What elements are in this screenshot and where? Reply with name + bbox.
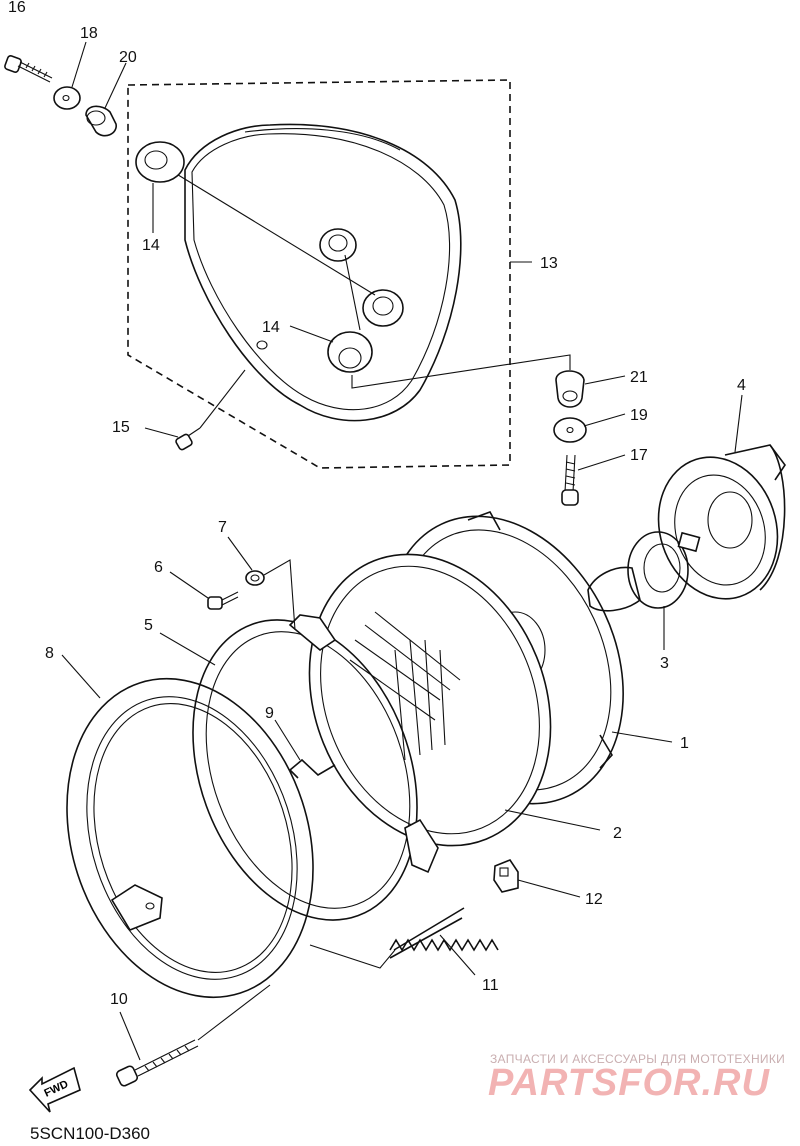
part-label-14-lower: 14	[262, 319, 280, 336]
part-label-18: 18	[80, 25, 98, 42]
bolt-16	[4, 55, 53, 83]
part-label-7: 7	[218, 519, 227, 536]
bulb-3	[587, 531, 701, 650]
part-label-6: 6	[154, 559, 163, 576]
collar-20	[85, 62, 127, 137]
screw-6	[169, 571, 239, 610]
part-label-5: 5	[144, 617, 153, 634]
washer-18	[53, 41, 87, 110]
clip-9	[274, 719, 336, 779]
collar-21	[555, 370, 626, 408]
rim-5	[159, 614, 439, 921]
part-label-14-upper: 14	[142, 237, 160, 254]
part-label-17: 17	[630, 447, 648, 464]
part-label-21: 21	[630, 369, 648, 386]
nut-7	[227, 536, 296, 631]
watermark-tagline: ЗАПЧАСТИ И АКСЕССУАРЫ ДЛЯ МОТОТЕХНИКИ	[490, 1052, 786, 1066]
diagram-code: 5SCN100-D360	[30, 1124, 151, 1143]
fwd-arrow-icon: FWD	[28, 1066, 81, 1113]
body-assembly-boundary	[127, 79, 532, 469]
bolt-17	[561, 454, 626, 506]
spring-11	[309, 907, 499, 976]
part-label-13: 13	[540, 255, 558, 272]
nut-12	[493, 859, 581, 898]
part-label-16: 16	[8, 0, 26, 16]
adjusting-screw-10	[115, 984, 271, 1087]
part-label-3: 3	[660, 655, 669, 672]
part-label-12: 12	[585, 891, 603, 908]
part-label-4: 4	[737, 377, 746, 394]
part-label-1: 1	[680, 735, 689, 752]
leader-14-lower	[289, 325, 334, 343]
part-label-10: 10	[110, 991, 128, 1008]
part-label-9: 9	[265, 705, 274, 722]
part-label-11: 11	[482, 977, 499, 994]
headlight-shell	[169, 123, 571, 422]
part-label-19: 19	[630, 407, 648, 424]
lens-unit-2	[308, 553, 601, 847]
watermark-brand: PARTSFOR.RU	[488, 1062, 770, 1104]
washer-19	[553, 413, 626, 443]
part-label-20: 20	[119, 49, 137, 66]
headlight-rim-8	[61, 654, 314, 999]
grommet-14-upper	[135, 141, 185, 233]
part-label-8: 8	[45, 645, 54, 662]
part-label-15: 15	[112, 419, 130, 436]
part-label-2: 2	[613, 825, 622, 842]
screw-15	[144, 369, 246, 451]
socket-cover-4	[657, 394, 786, 600]
